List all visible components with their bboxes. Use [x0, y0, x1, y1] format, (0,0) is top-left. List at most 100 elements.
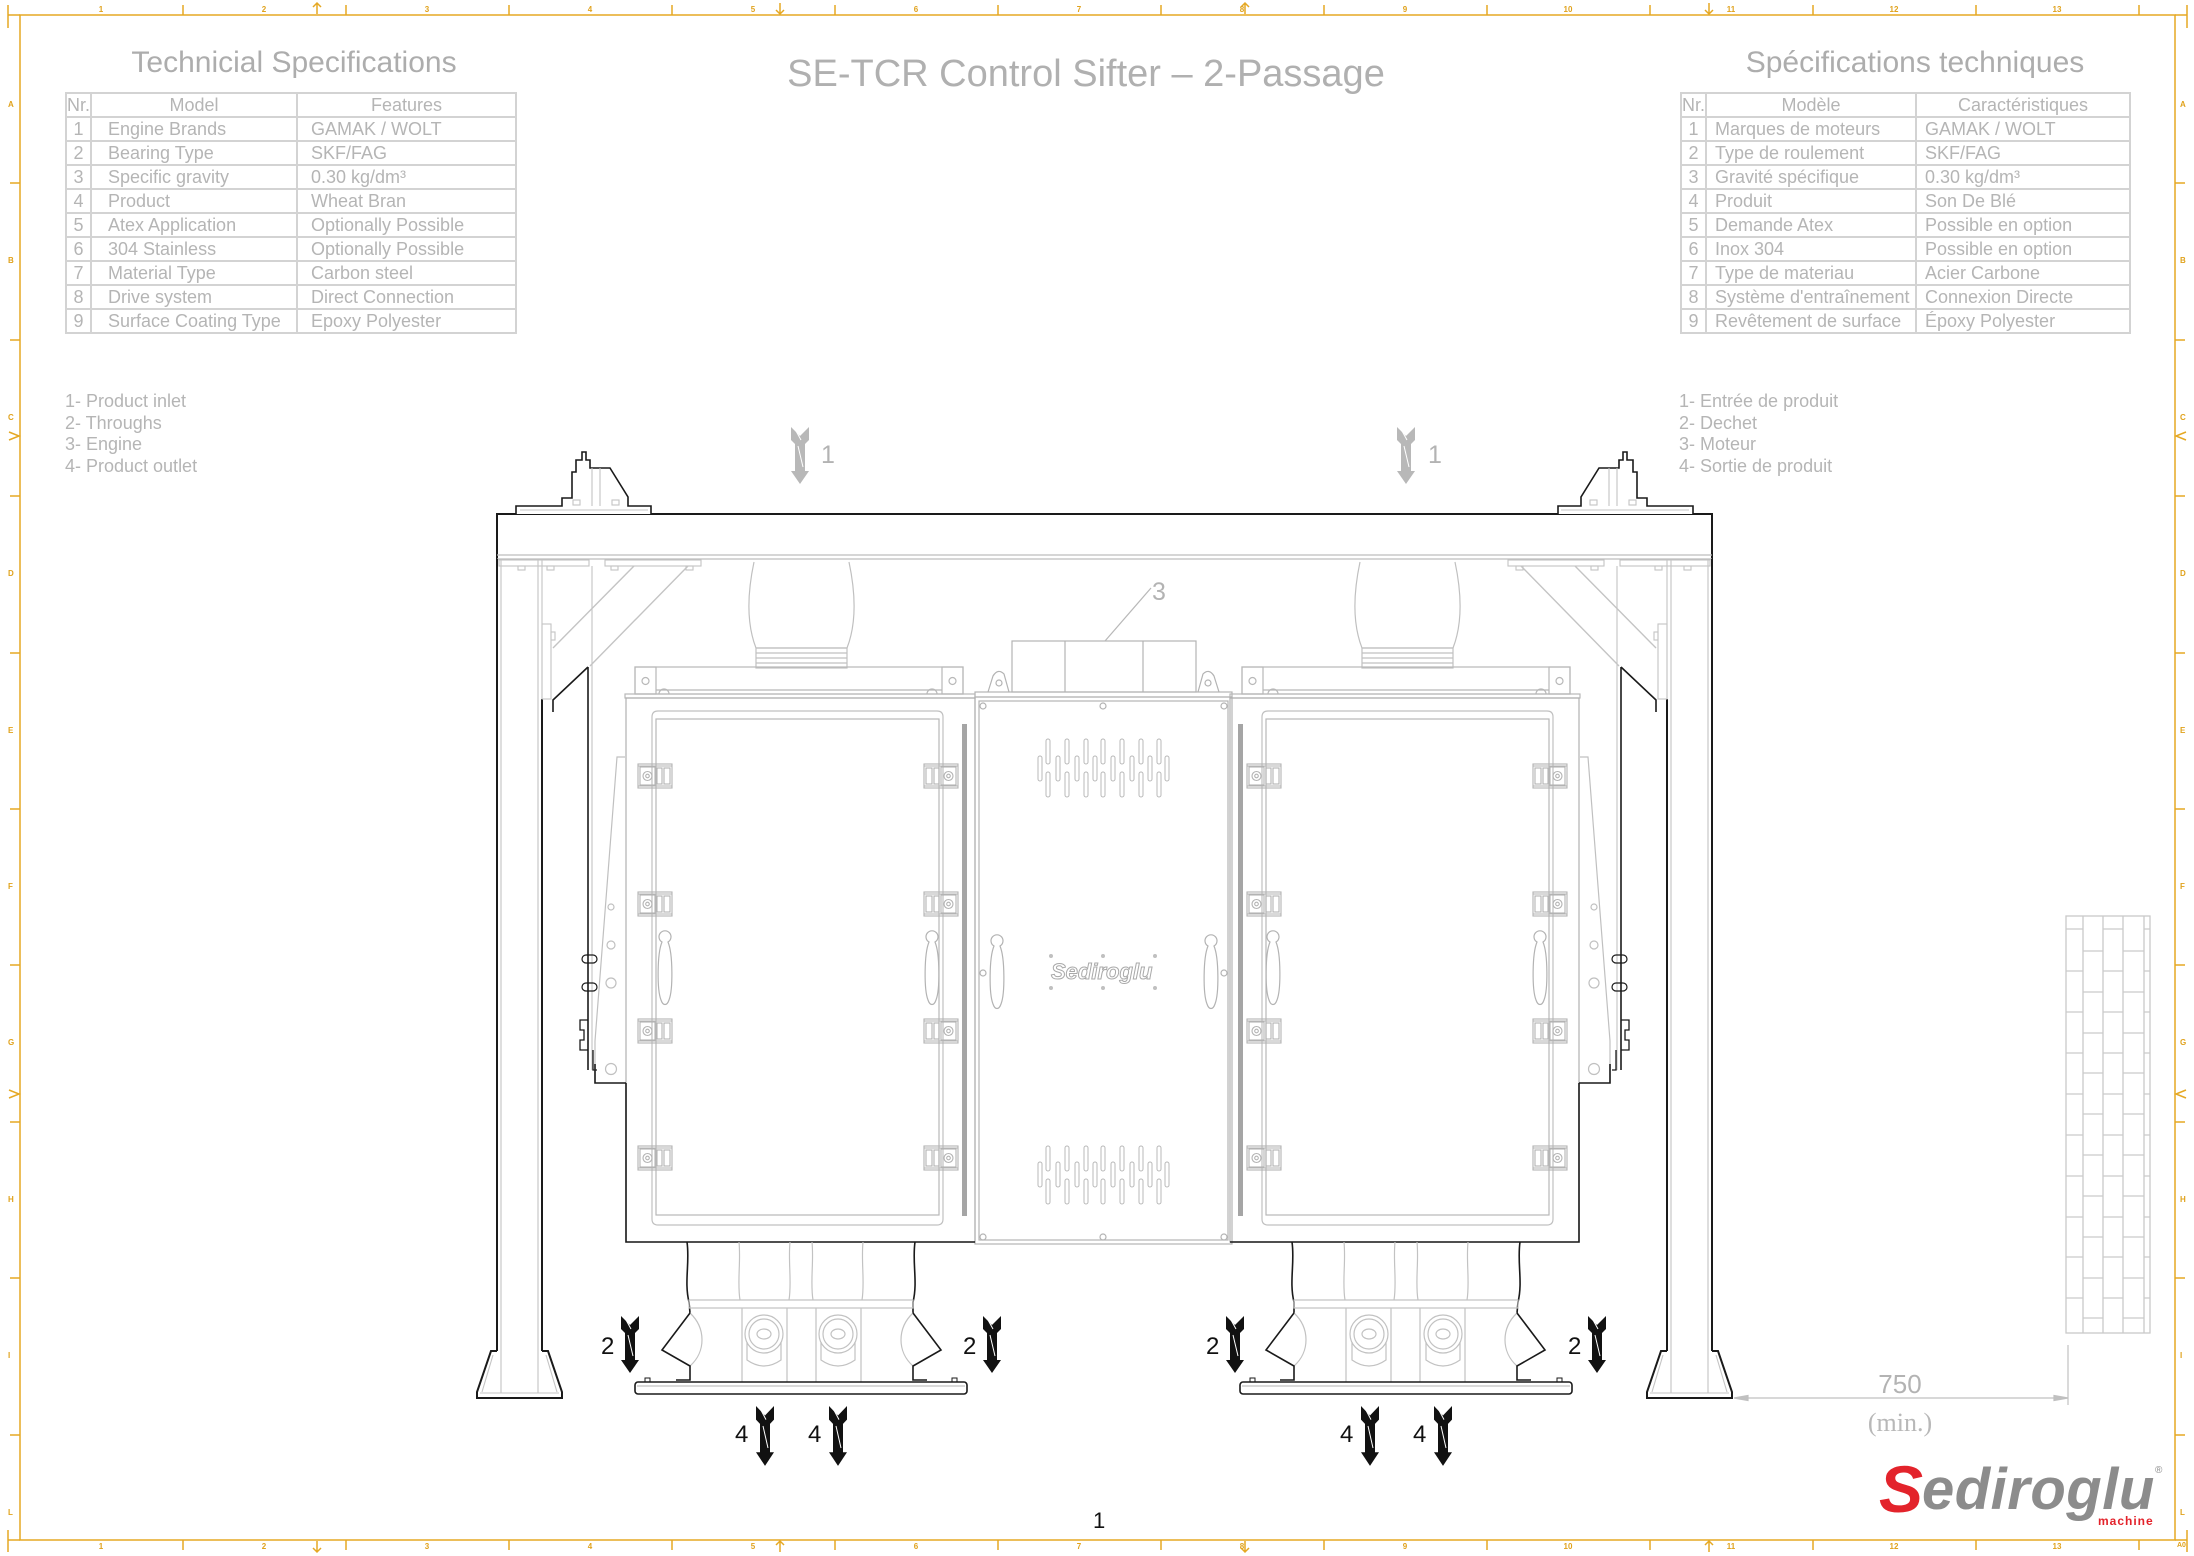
header-features: Features	[296, 92, 517, 118]
ruler-row-label: B	[8, 256, 14, 265]
sieve-box-right	[1229, 666, 1611, 1243]
ruler-row-label: I	[8, 1351, 11, 1360]
row-feature: Optionally Possible	[296, 212, 517, 238]
ruler-column-label: 2	[261, 1542, 267, 1551]
outlet-assembly-left	[634, 1241, 968, 1395]
row-model: Atex Application	[90, 212, 298, 238]
vent-slots-bottom	[1037, 1145, 1170, 1205]
ruler-row-label: F	[2180, 882, 2185, 891]
row-feature: Optionally Possible	[296, 236, 517, 262]
legend-item: 1- Product inlet	[65, 391, 187, 411]
spec-title-fr: Spécifications techniques	[1745, 46, 2085, 79]
sheet-size-label: A0	[2177, 1542, 2186, 1549]
panel-brand-emboss: Sediroglu	[1050, 959, 1153, 984]
ruler-row-label: G	[2180, 1038, 2187, 1047]
row-nr: 4	[1680, 188, 1707, 214]
row-model: Type de roulement	[1705, 140, 1917, 166]
callout-outlet: 4	[1413, 1421, 1427, 1448]
ruler-column-label: 3	[424, 1542, 430, 1551]
row-model: 304 Stainless	[90, 236, 298, 262]
ruler-column-label: 10	[1563, 5, 1573, 14]
legend-item: 1- Entrée de produit	[1679, 391, 1839, 411]
header-model: Modèle	[1705, 92, 1917, 118]
row-feature: Direct Connection	[296, 284, 517, 310]
ruler-column-label: 8	[1239, 1542, 1245, 1551]
row-model: Inox 304	[1705, 236, 1917, 262]
row-feature: 0.30 kg/dm³	[1915, 164, 2131, 190]
ruler-row-label: H	[2180, 1195, 2186, 1204]
legend-en: 1- Product inlet 2- Throughs 3- Engine 4…	[65, 391, 197, 478]
inlet-arrow-icons	[790, 426, 1416, 485]
legend-item: 4- Sortie de produit	[1679, 456, 1833, 477]
row-feature: Son De Blé	[1915, 188, 2131, 214]
row-feature: 0.30 kg/dm³	[296, 164, 517, 190]
row-model: Gravité spécifique	[1705, 164, 1917, 190]
row-nr: 9	[65, 308, 92, 334]
ruler-column-label: 13	[2052, 5, 2062, 14]
spec-header-row: Nr. Model Features	[65, 92, 517, 118]
ruler-row-label: E	[2180, 726, 2186, 735]
header-nr: Nr.	[1680, 92, 1707, 118]
ruler-row-label: H	[8, 1195, 14, 1204]
ruler-column-label: 9	[1402, 5, 1408, 14]
support-structure-left	[476, 451, 855, 1399]
ruler-row-label: I	[2180, 1351, 2183, 1360]
row-model: Material Type	[90, 260, 298, 286]
row-nr: 8	[1680, 284, 1707, 310]
header-features: Caractéristiques	[1915, 92, 2131, 118]
ruler-row-label: C	[8, 413, 14, 422]
ruler-column-label: 8	[1239, 5, 1245, 14]
callout-outlet: 4	[735, 1421, 749, 1448]
legend-item: 3- Engine	[65, 434, 143, 455]
logo-initial: S	[1879, 1452, 1924, 1526]
row-feature: GAMAK / WOLT	[296, 116, 517, 142]
support-structure-right	[1353, 451, 1733, 1399]
ruler-row-label: E	[8, 726, 14, 735]
ruler-row-label: L	[2180, 1508, 2185, 1517]
ruler-column-label: 3	[424, 5, 430, 14]
row-model: Bearing Type	[90, 140, 298, 166]
page-number: 1	[1093, 1508, 1106, 1533]
ruler-column-label: 10	[1563, 1542, 1573, 1551]
legend-item: 2- Throughs	[65, 412, 162, 433]
row-feature: Époxy Polyester	[1915, 308, 2131, 334]
ruler-column-label: 13	[2052, 1542, 2062, 1551]
callout-outlet: 4	[1340, 1421, 1354, 1448]
row-feature: SKF/FAG	[1915, 140, 2131, 166]
callout-outlet: 4	[808, 1421, 822, 1448]
callout-trough: 2	[601, 1333, 615, 1360]
motor-box	[974, 587, 1233, 698]
callout-inlet-right: 1	[1428, 441, 1442, 469]
ruler-column-label: 5	[750, 5, 756, 14]
row-nr: 1	[65, 116, 92, 142]
row-model: Surface Coating Type	[90, 308, 298, 334]
drawing-title: SE-TCR Control Sifter – 2-Passage	[787, 53, 1385, 95]
row-nr: 6	[65, 236, 92, 262]
row-nr: 4	[65, 188, 92, 214]
callout-trough: 2	[1206, 1333, 1220, 1360]
row-model: Drive system	[90, 284, 298, 310]
row-feature: Epoxy Polyester	[296, 308, 517, 334]
callout-engine: 3	[1152, 578, 1166, 606]
ruler-row-label: D	[8, 569, 14, 578]
dimension-value: 750	[1878, 1369, 1922, 1399]
vent-slots-top	[1037, 738, 1170, 798]
ruler-column-label: 11	[1726, 1542, 1736, 1551]
logo-wordmark: ediroglu	[1922, 1457, 2155, 1522]
ruler-column-label: 12	[1889, 1542, 1899, 1551]
row-nr: 2	[65, 140, 92, 166]
row-nr: 1	[1680, 116, 1707, 142]
row-nr: 3	[1680, 164, 1707, 190]
spec-header-row: Nr. Modèle Caractéristiques	[1680, 92, 2131, 118]
row-nr: 5	[1680, 212, 1707, 238]
outlet-assembly-right	[1239, 1241, 1573, 1395]
